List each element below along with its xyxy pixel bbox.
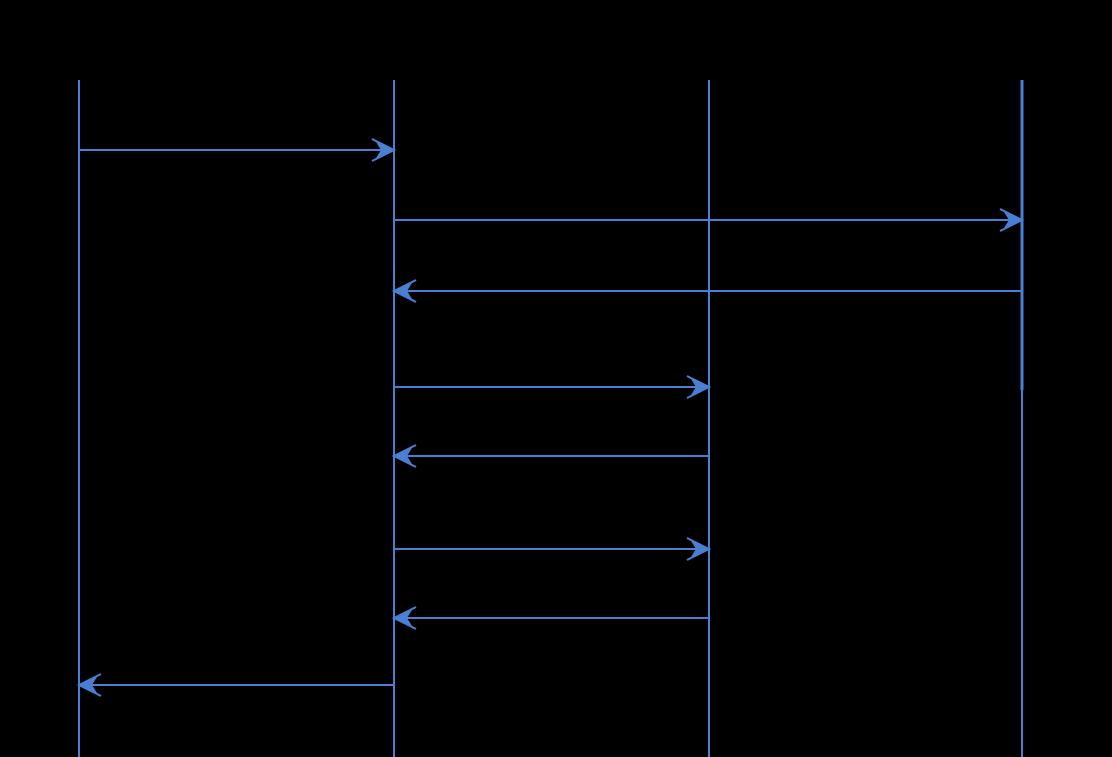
message-arrowbarb-7 <box>394 610 412 626</box>
message-arrowbarb-8 <box>79 677 97 693</box>
message-arrowbarb-5 <box>394 448 412 464</box>
message-arrowbarb-2 <box>1004 212 1022 228</box>
lifelines-group <box>78 80 1024 757</box>
message-arrowbarb-4 <box>691 379 709 395</box>
message-arrowbarb-6 <box>691 541 709 557</box>
message-arrowbarb-1 <box>376 142 394 158</box>
messages-group <box>76 138 1025 697</box>
message-arrowbarb-3 <box>394 283 412 299</box>
